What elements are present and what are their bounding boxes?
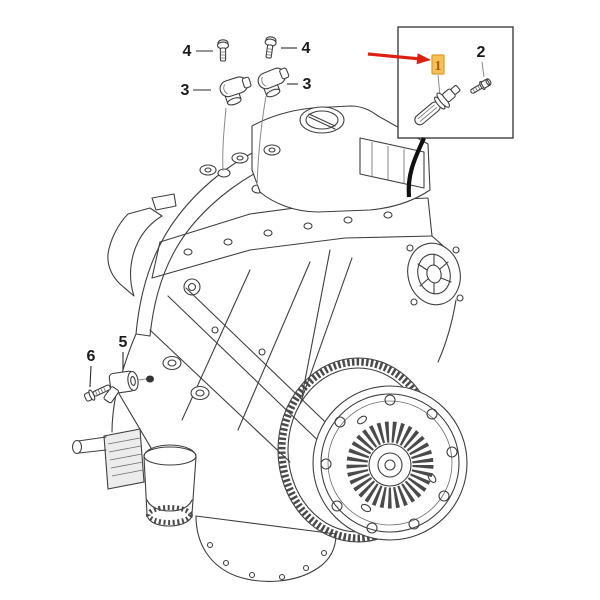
callout-number-1[interactable]: 1 (435, 59, 442, 74)
callout-number-4-left[interactable]: 4 (183, 43, 192, 60)
callout-3-left-leader (222, 107, 227, 172)
inset-detail-box: 1 2 (367, 26, 514, 198)
knock-sensor-icon (103, 370, 139, 404)
oil-filler-cap (299, 106, 345, 134)
camshaft-sensor-icon-right (257, 67, 290, 98)
callout-3-right[interactable]: 3 (287, 76, 312, 93)
clutch-spring-fingers (346, 421, 434, 509)
water-pump (406, 242, 464, 306)
knock-sensor-callouts: 5 6 (83, 334, 147, 404)
callout-2-leader (481, 61, 485, 78)
crankshaft-sensor-icon (414, 85, 461, 126)
callout-4-right[interactable]: 4 (281, 40, 311, 57)
arrow-shaft (367, 52, 420, 61)
camshaft-sensor-icon-left (219, 76, 252, 106)
oil-filter (143, 444, 197, 527)
callout-5[interactable]: 5 (119, 334, 128, 370)
bolt-icon-2 (470, 78, 492, 94)
oil-cooler (71, 428, 145, 490)
callout-number-3-left[interactable]: 3 (181, 82, 190, 99)
oil-pan (195, 515, 337, 582)
callout-number-2[interactable]: 2 (477, 44, 486, 61)
callout-3-left[interactable]: 3 (181, 82, 211, 99)
callout-number-5[interactable]: 5 (119, 334, 128, 351)
callout-1-leader (437, 74, 441, 97)
callout-4-left[interactable]: 4 (183, 43, 213, 60)
inset-reference-cable (406, 137, 426, 198)
callout-3-right-leader (256, 95, 267, 187)
engine-block (111, 235, 457, 515)
callout-number-6[interactable]: 6 (87, 348, 96, 365)
bolt-icon-4-right (264, 36, 277, 59)
knock-sensor-mount-boss (146, 375, 154, 383)
callout-5-leader (137, 378, 147, 381)
valve-cover (199, 105, 431, 213)
bolt-icon-6 (83, 384, 111, 402)
callout-1-highlighted[interactable]: 1 (431, 54, 445, 97)
engine-mount-bracket (107, 193, 201, 297)
callout-6-line (89, 365, 92, 388)
bolt-icon-4-left (216, 39, 230, 62)
highlight-marker[interactable] (431, 54, 445, 75)
arrow-head-icon (416, 53, 431, 65)
callout-2[interactable]: 2 (477, 44, 486, 78)
cam-sensor-port-left (217, 168, 231, 178)
callout-number-4-right[interactable]: 4 (302, 40, 311, 57)
camshaft-sensor-callouts: 4 4 3 (181, 36, 312, 187)
callout-number-3-right[interactable]: 3 (303, 76, 312, 93)
clutch-pressure-plate (312, 385, 468, 541)
red-pointer-arrow (367, 52, 431, 65)
callout-6[interactable]: 6 (87, 348, 96, 388)
